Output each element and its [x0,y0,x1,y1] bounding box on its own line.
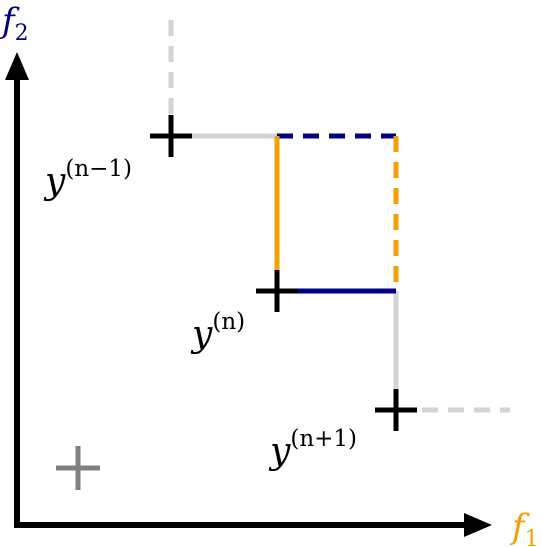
f1-axis-label: f1 [509,507,539,547]
point-curr-label: y(n) [190,309,245,355]
pareto-staircase [168,20,510,413]
f1-label-sub: 1 [525,527,539,547]
point-curr-marker [256,270,298,312]
f2-label-sub: 2 [15,21,29,46]
axes [5,52,492,537]
f2-axis-label: f2 [0,1,29,46]
point-next-marker [375,389,417,431]
dominated-point-marker [56,446,100,490]
contribution-box [274,133,399,294]
point-prev-label: y(n−1) [43,156,132,202]
f2-axis-arrowhead [5,52,29,80]
point-next-label: y(n+1) [268,426,357,472]
point-prev-marker [150,115,192,157]
f1-axis-arrowhead [464,513,492,537]
